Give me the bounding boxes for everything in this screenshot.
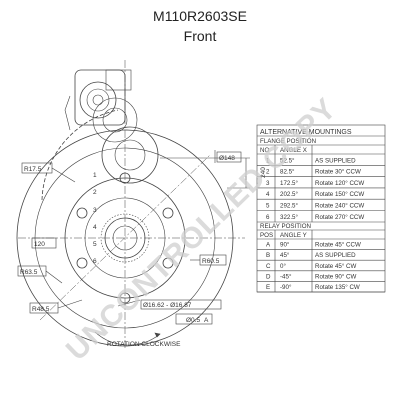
relay-row-cell: Rotate 135° CW bbox=[315, 284, 360, 291]
table-title: ALTERNATIVE MOUNTINGS bbox=[260, 129, 352, 136]
relay-row-cell: B bbox=[266, 252, 270, 259]
flange-row-cell: 172.5° bbox=[280, 180, 298, 187]
relay-row-cell: Rotate 45° CCW bbox=[315, 242, 361, 249]
diameter-label: Ø148 bbox=[219, 155, 235, 162]
drawing-title: M110R2603SE bbox=[153, 8, 247, 24]
hole-diameter-label: Ø16.62 - Ø16.87 bbox=[143, 302, 192, 309]
relay-col-header: POS bbox=[260, 232, 273, 239]
flange-col-header: NO bbox=[260, 147, 269, 154]
tolerance-label: Ø0.5 bbox=[186, 317, 200, 324]
relay-row-cell: Rotate 45° CW bbox=[315, 263, 356, 270]
relay-row-cell: -90° bbox=[280, 284, 292, 291]
relay-row-cell: Rotate 90° CW bbox=[315, 273, 356, 280]
flange-row-cell: Rotate 120° CCW bbox=[315, 180, 364, 187]
relay-row-cell: D bbox=[266, 273, 271, 280]
relay-row-cell: 45° bbox=[280, 252, 290, 259]
flange-row-cell: 4 bbox=[266, 191, 270, 198]
flange-row-cell: 82.5° bbox=[280, 169, 295, 176]
relay-row-cell: E bbox=[266, 284, 270, 291]
hole-number: 4 bbox=[93, 224, 97, 231]
relay-row-cell: A bbox=[266, 242, 271, 249]
flange-row-cell: 322.5° bbox=[280, 214, 298, 221]
flange-row-cell: 52.5° bbox=[280, 157, 295, 164]
hole-number: 6 bbox=[93, 258, 97, 265]
bolt-hole bbox=[162, 207, 174, 219]
relay-row-cell: C bbox=[266, 263, 271, 270]
flange-row-cell: 292.5° bbox=[280, 203, 298, 210]
flange-section-title: FLANGE POSITION bbox=[260, 138, 316, 145]
flange-col-header: ANGLE X bbox=[280, 147, 307, 154]
starter-front-view: 1 2 3 4 5 6 bbox=[16, 60, 245, 350]
solenoid-cap bbox=[79, 81, 117, 119]
bolt-holes bbox=[76, 172, 174, 304]
flange-row-cell: Rotate 270° CCW bbox=[315, 214, 364, 221]
radius-label: R60.5 bbox=[202, 258, 220, 265]
flange-row-cell: 3 bbox=[266, 180, 270, 187]
flange-row-cell: 202.5° bbox=[280, 191, 298, 198]
hole-number: 3 bbox=[93, 207, 97, 214]
flange-row-cell: Rotate 30° CCW bbox=[315, 169, 361, 176]
drawing-subtitle: Front bbox=[183, 28, 217, 44]
relay-row-cell: AS SUPPLIED bbox=[315, 252, 356, 259]
mountings-table bbox=[256, 124, 386, 293]
rotation-label: ROTATION CLOCKWISE bbox=[107, 341, 181, 348]
flange-row-cell: 1 bbox=[266, 157, 270, 164]
flange-row-cell: AS SUPPLIED bbox=[315, 157, 356, 164]
hole-number: 2 bbox=[93, 189, 97, 196]
flange-row-cell: 5 bbox=[266, 203, 270, 210]
radius-label: R48.5 bbox=[32, 306, 50, 313]
flange-row-cell: Rotate 150° CCW bbox=[315, 191, 364, 198]
bolt-hole bbox=[76, 257, 88, 269]
dimensions bbox=[17, 150, 250, 346]
relay-row-cell: -45° bbox=[280, 273, 292, 280]
bolt-hole bbox=[76, 207, 88, 219]
flange-row-cell: 2 bbox=[266, 169, 270, 176]
hole-number: 5 bbox=[93, 241, 97, 248]
solenoid-body bbox=[74, 69, 126, 126]
dimension-label: 120 bbox=[34, 241, 45, 248]
flange-row-cell: 6 bbox=[266, 214, 270, 221]
relay-row-cell: 90° bbox=[280, 242, 290, 249]
datum-label: A bbox=[204, 317, 209, 324]
relay-row-cell: 0° bbox=[280, 263, 286, 270]
bolt-hole bbox=[162, 257, 174, 269]
flange-row-cell: Rotate 240° CCW bbox=[315, 203, 364, 210]
radius-label: R17.5 bbox=[24, 166, 42, 173]
relay-col-header: ANGLE Y bbox=[280, 232, 307, 239]
motor-end bbox=[101, 126, 159, 184]
relay-section-title: RELAY POSITION bbox=[260, 223, 311, 230]
radius-label: R63.5 bbox=[20, 269, 38, 276]
height-label: 240 bbox=[260, 167, 267, 178]
hole-number: 1 bbox=[93, 172, 97, 179]
